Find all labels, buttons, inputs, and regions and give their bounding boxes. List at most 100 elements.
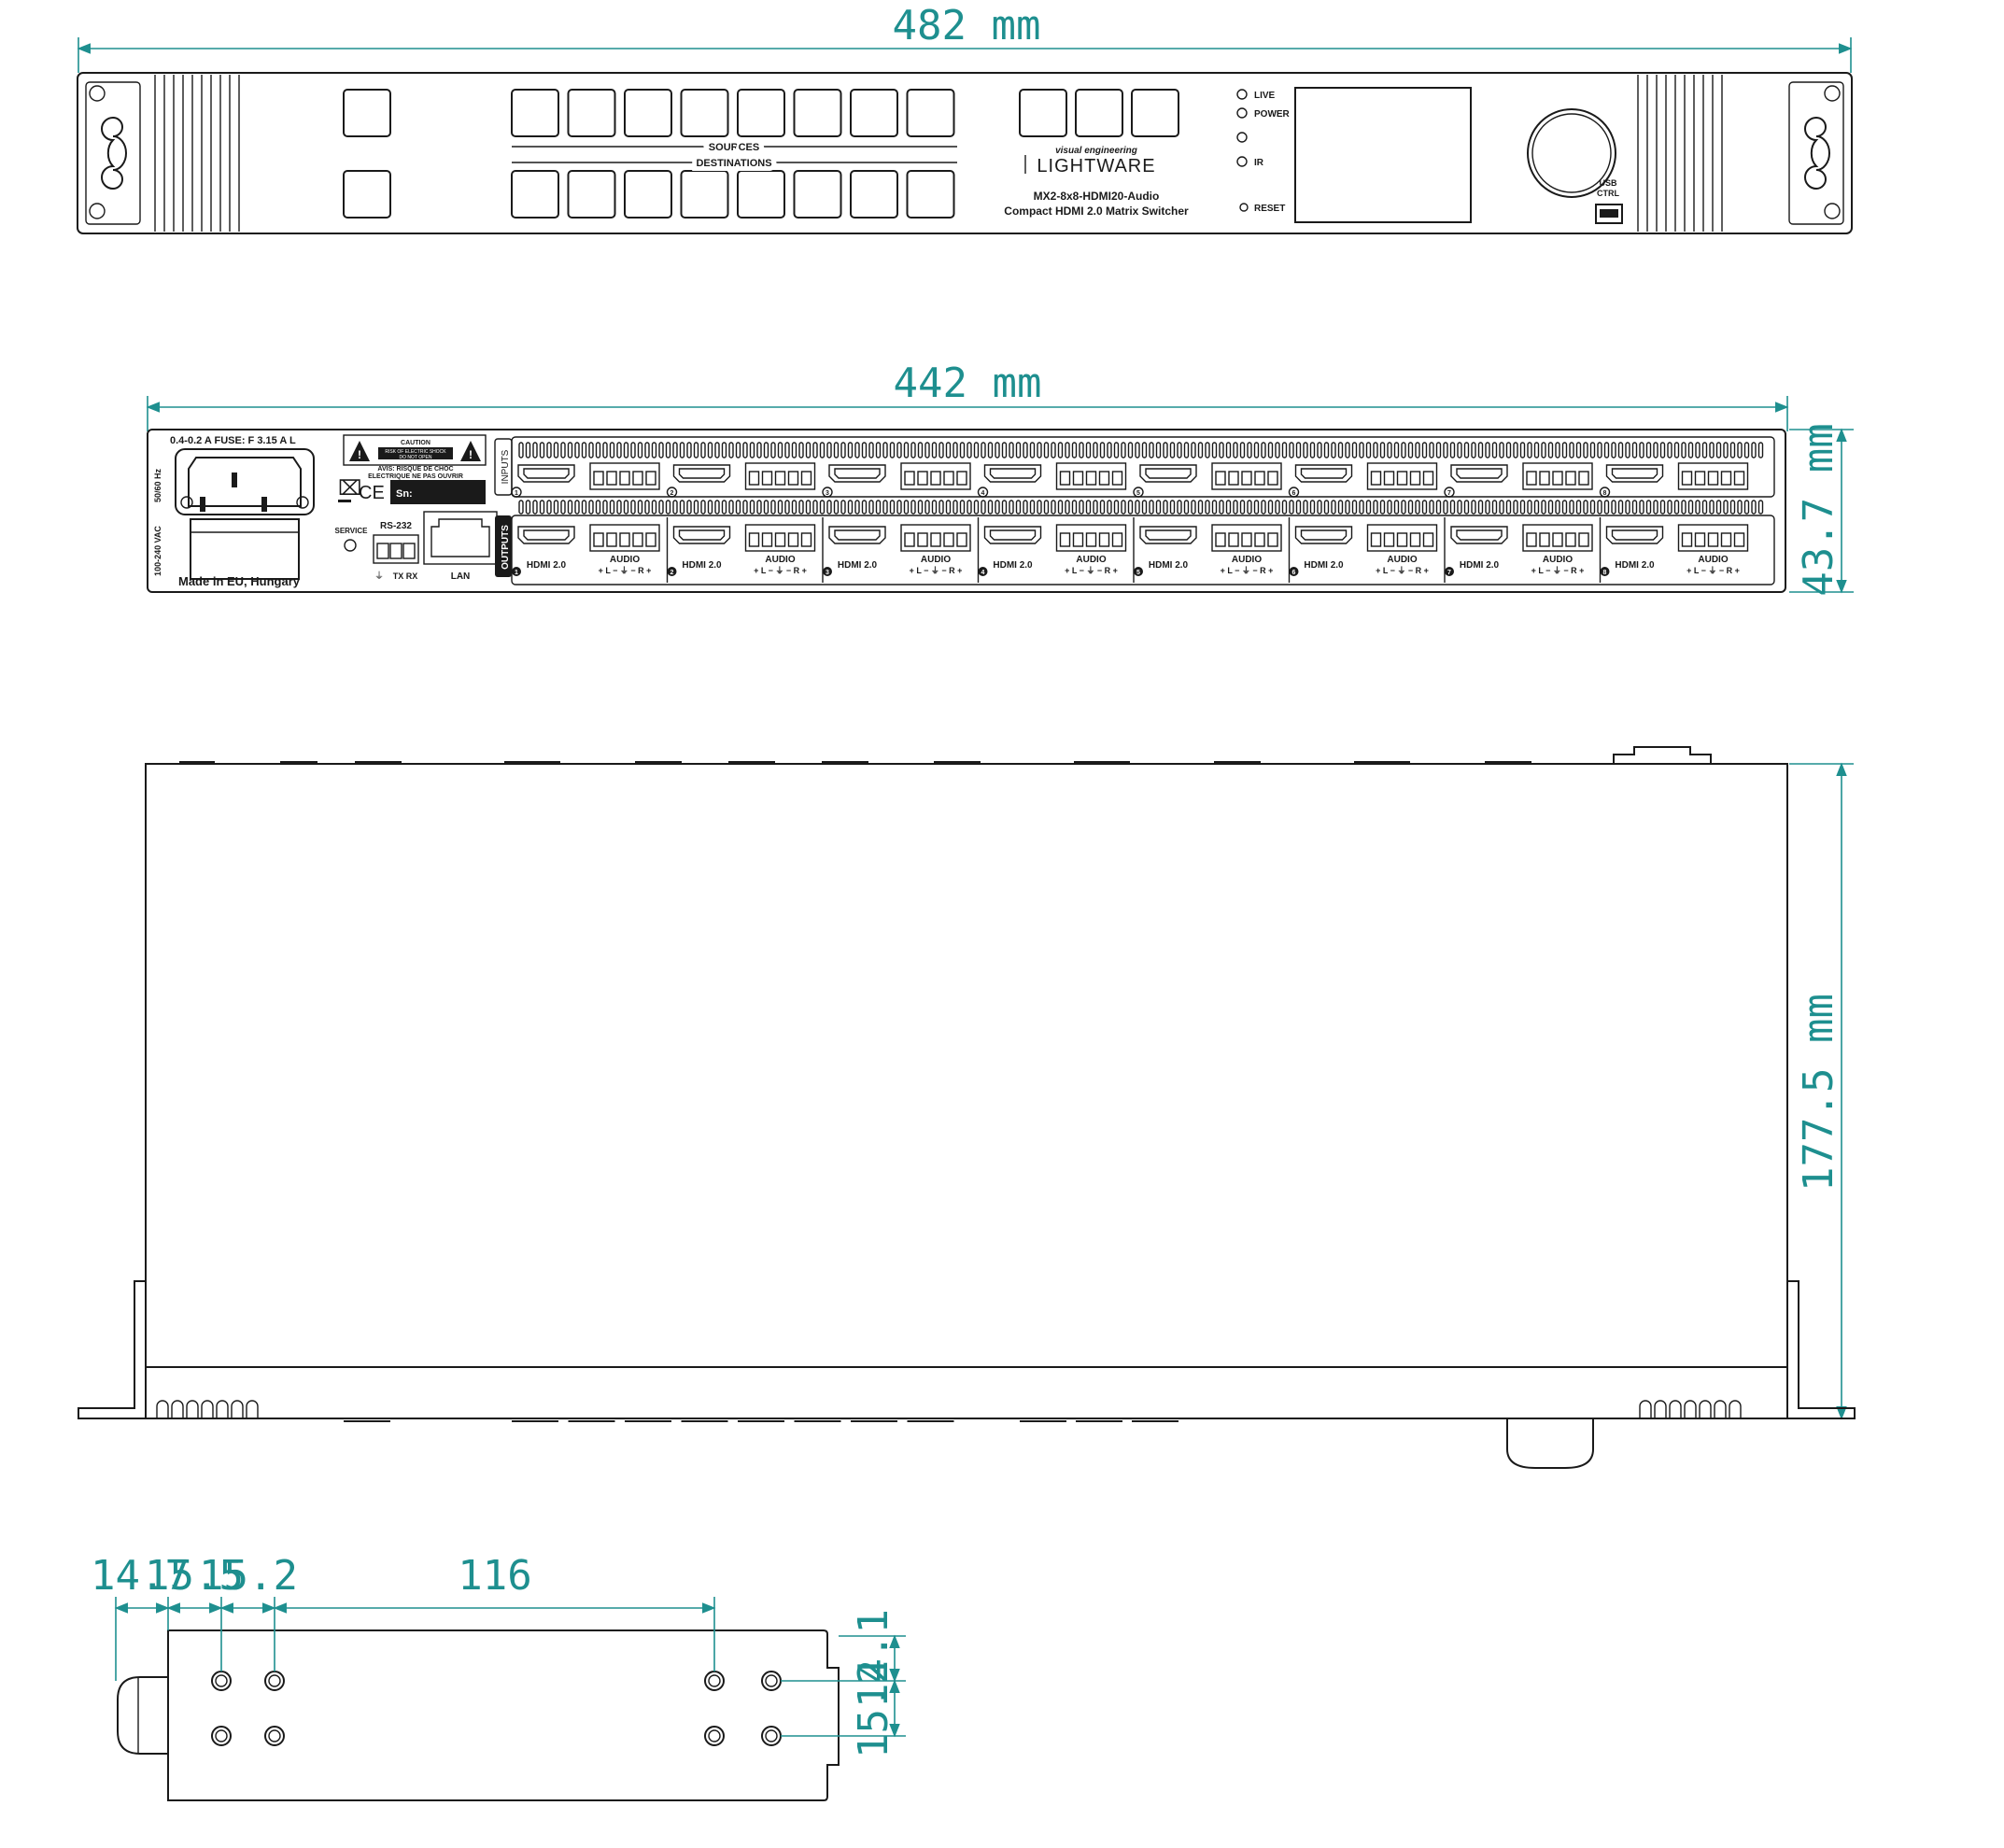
preset-button-3[interactable] xyxy=(1131,89,1179,137)
output-hdmi-port-6[interactable] xyxy=(1294,526,1353,544)
vent-slot xyxy=(1023,442,1028,458)
vent-slot xyxy=(868,442,874,458)
output-hdmi-port-2[interactable] xyxy=(672,526,731,544)
input-audio-port-5[interactable] xyxy=(1211,462,1282,490)
source-button-7[interactable] xyxy=(850,89,898,137)
vent-slot xyxy=(1463,442,1470,458)
vent-slot xyxy=(826,442,832,458)
output-audio-port-1[interactable] xyxy=(589,524,660,552)
input-audio-port-6[interactable] xyxy=(1366,462,1438,490)
vent-slot xyxy=(567,500,573,515)
output-audio-port-3[interactable] xyxy=(900,524,971,552)
destination-button-5[interactable] xyxy=(737,170,785,219)
ear-detail-view: 14.7 15.5 15.2 116 14.1 15.2 xyxy=(91,1552,906,1801)
source-button-3[interactable] xyxy=(624,89,672,137)
input-audio-port-8[interactable] xyxy=(1677,462,1749,490)
output-audio-port-8[interactable] xyxy=(1677,524,1749,552)
vent-slot xyxy=(1393,442,1400,458)
destination-button-6[interactable] xyxy=(793,170,842,219)
preset-button-2[interactable] xyxy=(1075,89,1123,137)
output-hdmi-port-4[interactable] xyxy=(983,526,1042,544)
hdmi-label: HDMI 2.0 xyxy=(1460,560,1500,571)
destination-button-2[interactable] xyxy=(567,170,616,219)
source-button-8[interactable] xyxy=(906,89,955,137)
vent-slot xyxy=(882,442,888,458)
output-audio-port-6[interactable] xyxy=(1366,524,1438,552)
input-hdmi-port-6[interactable] xyxy=(1294,464,1353,483)
vent-slot xyxy=(1009,500,1014,515)
output-number: 4 xyxy=(981,570,985,576)
vent-slot xyxy=(1715,442,1722,458)
input-hdmi-port-3[interactable] xyxy=(828,464,886,483)
input-audio-port-3[interactable] xyxy=(900,462,971,490)
source-button-4[interactable] xyxy=(680,89,729,137)
vent-slot xyxy=(1491,500,1498,515)
output-hdmi-port-7[interactable] xyxy=(1450,526,1508,544)
destination-buttons xyxy=(511,170,955,219)
output-hdmi-port-8[interactable] xyxy=(1605,526,1664,544)
input-hdmi-port-4[interactable] xyxy=(983,464,1042,483)
input-audio-port-1[interactable] xyxy=(589,462,660,490)
vent-bump xyxy=(1684,1400,1697,1418)
mounting-holes xyxy=(211,1671,782,1746)
input-hdmi-port-2[interactable] xyxy=(672,464,731,483)
vent-slot xyxy=(1653,500,1658,515)
left-vent-slots xyxy=(154,75,240,232)
output-lock-button[interactable] xyxy=(343,170,391,219)
vent-slot xyxy=(749,442,755,458)
audio-pin-labels: + L − ⏚ − R + xyxy=(1686,566,1740,575)
rs232-connector[interactable] xyxy=(373,534,419,564)
vent-slot xyxy=(756,442,762,458)
output-audio-port-5[interactable] xyxy=(1211,524,1282,552)
vent-slot xyxy=(1169,442,1176,458)
front-vent-right xyxy=(1639,1400,1742,1418)
output-hdmi-port-1[interactable] xyxy=(517,526,575,544)
input-audio-port-2[interactable] xyxy=(744,462,816,490)
source-button-5[interactable] xyxy=(737,89,785,137)
vent-slot xyxy=(812,442,818,458)
jog-dial[interactable] xyxy=(1527,108,1616,198)
output-audio-port-7[interactable] xyxy=(1522,524,1593,552)
input-hdmi-port-7[interactable] xyxy=(1450,464,1508,483)
source-button-1[interactable] xyxy=(511,89,559,137)
reset-button[interactable] xyxy=(1239,203,1249,212)
input-hdmi-port-8[interactable] xyxy=(1605,464,1664,483)
output-hdmi-port-3[interactable] xyxy=(828,526,886,544)
audio-pin-labels: + L − ⏚ − R + xyxy=(1376,566,1429,575)
destination-button-8[interactable] xyxy=(906,170,955,219)
vent-slot xyxy=(847,442,854,458)
vent-bump xyxy=(1639,1400,1652,1418)
control-lock-button[interactable] xyxy=(343,89,391,137)
vent-slot xyxy=(609,442,615,458)
audio-pin-labels: + L − ⏚ − R + xyxy=(1531,566,1585,575)
source-button-6[interactable] xyxy=(793,89,842,137)
vent-slot xyxy=(1723,442,1729,458)
output-number: 2 xyxy=(670,570,674,576)
vent-slot xyxy=(1149,442,1154,458)
preset-button-1[interactable] xyxy=(1019,89,1067,137)
destination-button-1[interactable] xyxy=(511,170,559,219)
lan-label: LAN xyxy=(451,571,471,582)
input-hdmi-port-5[interactable] xyxy=(1139,464,1197,483)
vent-slot xyxy=(1267,442,1274,458)
destination-button-7[interactable] xyxy=(850,170,898,219)
output-audio-port-4[interactable] xyxy=(1055,524,1127,552)
input-number-badge xyxy=(1133,487,1144,498)
destination-button-4[interactable] xyxy=(680,170,729,219)
output-number: 3 xyxy=(826,570,829,576)
output-hdmi-port-5[interactable] xyxy=(1139,526,1197,544)
destination-button-3[interactable] xyxy=(624,170,672,219)
vent-slot xyxy=(1695,442,1701,458)
audio-label: AUDIO xyxy=(1076,555,1106,565)
vent-slot xyxy=(861,500,868,515)
output-audio-port-2[interactable] xyxy=(744,524,816,552)
usb-port[interactable] xyxy=(1595,204,1623,224)
vent-slot xyxy=(700,500,706,515)
input-hdmi-port-1[interactable] xyxy=(517,464,575,483)
service-button[interactable] xyxy=(344,539,357,552)
vent-slot xyxy=(1093,442,1098,458)
input-audio-port-4[interactable] xyxy=(1055,462,1127,490)
input-audio-port-7[interactable] xyxy=(1522,462,1593,490)
source-button-2[interactable] xyxy=(567,89,616,137)
